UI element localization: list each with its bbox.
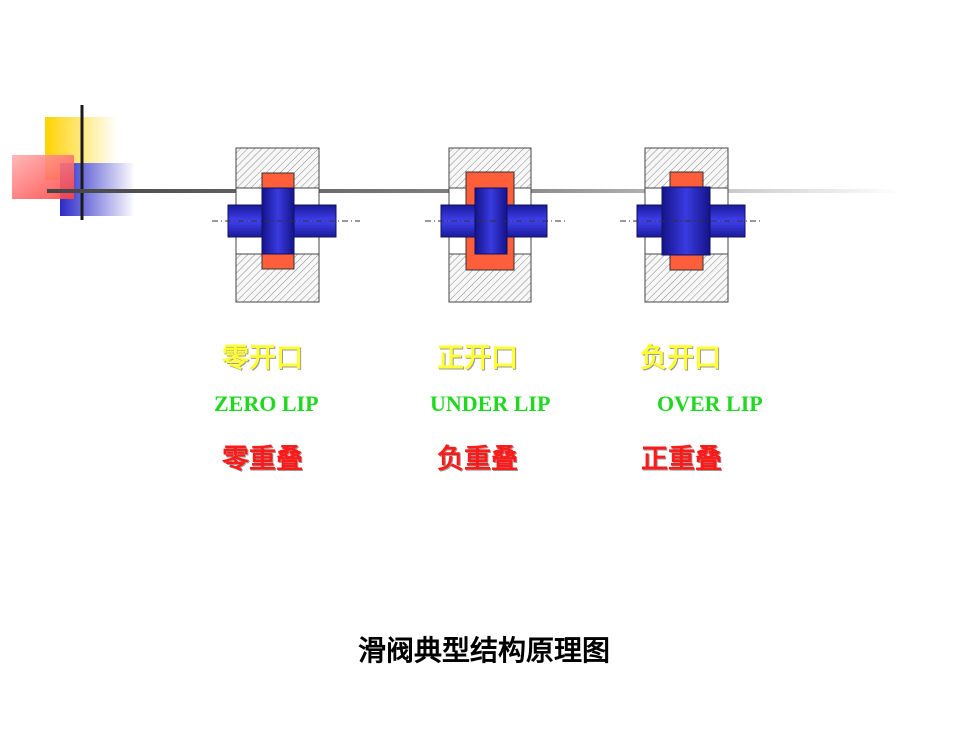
valve3-type-label: 负开口: [640, 343, 721, 374]
valve-under-lap: [425, 147, 565, 303]
valve-over-lap: [620, 147, 762, 303]
valve1-overlap-label: 零重叠: [222, 444, 303, 475]
valve3-english-label: OVER LIP: [657, 391, 763, 416]
valve1-type-label: 零开口: [222, 343, 303, 374]
valve-zero-lap: [212, 147, 360, 303]
valve2-english-label: UNDER LIP: [430, 391, 551, 416]
valve1-english-label: ZERO LIP: [214, 391, 319, 416]
diagram-caption: 滑阀典型结构原理图: [358, 634, 611, 667]
valve2-type-label: 正开口: [437, 343, 518, 374]
valve3-overlap-label: 正重叠: [641, 444, 722, 475]
corner-decoration: [12, 105, 135, 220]
valve2-overlap-label: 负重叠: [437, 444, 518, 475]
